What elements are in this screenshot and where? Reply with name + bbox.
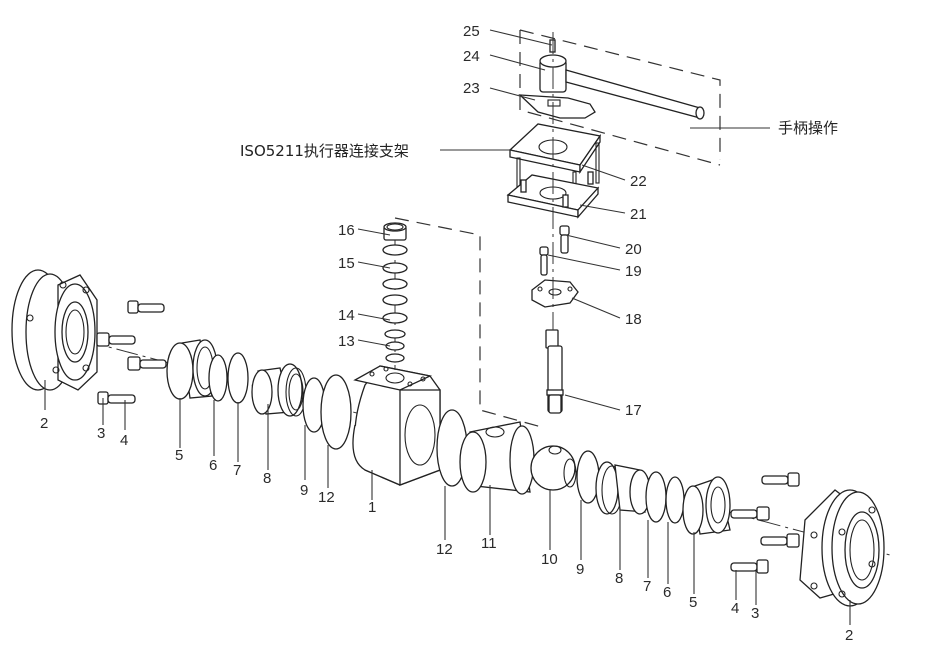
label-19: 19 (625, 263, 642, 280)
label-7-left: 7 (233, 462, 241, 479)
left-oring-7 (227, 352, 249, 404)
left-flange (11, 269, 98, 391)
label-13: 13 (338, 333, 355, 350)
label-12-left: 12 (318, 489, 335, 506)
left-seat (251, 363, 307, 417)
label-10: 10 (541, 551, 558, 568)
label-2-right: 2 (845, 627, 853, 644)
callout-handle-operation: 手柄操作 (778, 119, 838, 137)
right-seat (595, 461, 651, 515)
packing-stack (382, 222, 408, 363)
label-9-right: 9 (576, 561, 584, 578)
label-5-right: 5 (689, 594, 697, 611)
leader-lines (44, 29, 851, 625)
label-3-right: 3 (751, 605, 759, 622)
handle (518, 39, 705, 120)
label-4-right: 4 (731, 600, 739, 617)
label-20: 20 (625, 241, 642, 258)
label-2-left: 2 (40, 415, 48, 432)
label-15: 15 (338, 255, 355, 272)
right-bolts (730, 472, 800, 574)
dashed-box-handle (519, 29, 721, 166)
label-11: 11 (481, 535, 497, 552)
right-oring-7 (645, 471, 667, 523)
label-6-left: 6 (209, 457, 217, 474)
label-25: 25 (463, 23, 480, 40)
label-8-left: 8 (263, 470, 271, 487)
label-21: 21 (630, 206, 647, 223)
right-oring-6 (665, 476, 685, 524)
right-flange (799, 489, 885, 607)
label-22: 22 (630, 173, 647, 190)
label-18: 18 (625, 311, 642, 328)
right-retainer (682, 476, 731, 535)
label-6-right: 6 (663, 584, 671, 601)
label-12-right: 12 (436, 541, 453, 558)
label-14: 14 (338, 307, 355, 324)
left-bolts (96, 300, 167, 405)
gland-plate (531, 279, 579, 308)
left-oring-6 (208, 354, 228, 402)
left-gasket-12 (320, 374, 352, 450)
label-17: 17 (625, 402, 642, 419)
label-4-left: 4 (120, 432, 128, 449)
dashed-link-stem (394, 217, 546, 429)
label-16: 16 (338, 222, 355, 239)
label-23: 23 (463, 80, 480, 97)
label-3-left: 3 (97, 425, 105, 442)
label-5-left: 5 (175, 447, 183, 464)
ball (530, 445, 577, 491)
label-8-right: 8 (615, 570, 623, 587)
sleeve (459, 421, 535, 495)
valve-body (352, 365, 441, 486)
label-1: 1 (368, 499, 376, 516)
stem (545, 329, 564, 414)
label-24: 24 (463, 48, 480, 65)
gland-bolts (539, 225, 570, 276)
iso-bracket (506, 123, 602, 219)
callout-iso-bracket: ISO5211执行器连接支架 (240, 142, 409, 160)
label-9-left: 9 (300, 482, 308, 499)
label-7-right: 7 (643, 578, 651, 595)
right-oring-9 (576, 450, 600, 504)
